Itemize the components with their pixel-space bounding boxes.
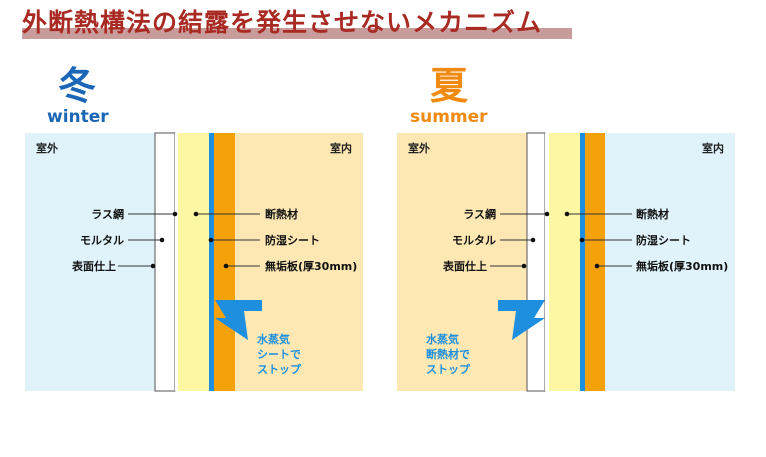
winter-vapor-sheet bbox=[209, 133, 214, 391]
winter-label-sheet: 防湿シート bbox=[265, 234, 320, 247]
summer-wood-board bbox=[585, 133, 605, 391]
page-title: 外断熱構法の結露を発生させないメカニズム bbox=[22, 8, 543, 37]
winter-dot-sheet bbox=[208, 237, 214, 243]
winter-outdoor-label: 室外 bbox=[36, 142, 58, 155]
summer-indoor-area bbox=[605, 133, 735, 391]
winter-note: 水蒸気 シートで ストップ bbox=[257, 332, 301, 377]
winter-mortar-layer bbox=[154, 132, 176, 392]
winter-note-line: シートで bbox=[257, 348, 301, 361]
winter-dot-lath bbox=[172, 211, 178, 217]
winter-label-mortar: モルタル bbox=[80, 234, 124, 247]
winter-indoor-label: 室内 bbox=[330, 142, 352, 155]
summer-label-sheet: 防湿シート bbox=[636, 234, 691, 247]
winter-label-lath: ラス網 bbox=[91, 208, 124, 221]
summer-note-line: ストップ bbox=[426, 363, 470, 376]
title-block: 外断熱構法の結露を発生させないメカニズム bbox=[22, 8, 542, 38]
winter-dot-mortar bbox=[159, 237, 165, 243]
title-underline bbox=[22, 28, 572, 39]
winter-dot-insulation bbox=[193, 211, 199, 217]
summer-panel bbox=[397, 132, 735, 392]
winter-note-line: ストップ bbox=[257, 363, 301, 376]
summer-dot-lath bbox=[544, 211, 550, 217]
summer-label-insulation: 断熱材 bbox=[636, 208, 669, 221]
summer-indoor-label: 室内 bbox=[702, 142, 724, 155]
summer-outdoor-area bbox=[397, 133, 527, 391]
summer-label: summer bbox=[410, 107, 488, 127]
summer-gap bbox=[545, 133, 549, 391]
winter-label: winter bbox=[47, 107, 109, 127]
summer-kanji: 夏 bbox=[430, 64, 469, 108]
winter-gap bbox=[175, 133, 178, 391]
summer-mortar-layer bbox=[526, 132, 546, 392]
winter-panel bbox=[25, 132, 363, 392]
summer-note: 水蒸気 断熱材で ストップ bbox=[426, 332, 470, 377]
winter-dot-board bbox=[223, 263, 229, 269]
summer-vapor-sheet bbox=[580, 133, 585, 391]
summer-note-line: 断熱材で bbox=[426, 348, 470, 361]
winter-vapor-arrow bbox=[215, 300, 262, 340]
winter-label-insulation: 断熱材 bbox=[265, 208, 298, 221]
summer-vapor-arrow bbox=[498, 300, 545, 340]
winter-dot-finish bbox=[150, 263, 156, 269]
winter-label-board: 無垢板(厚30mm) bbox=[265, 260, 358, 273]
summer-dot-finish bbox=[521, 263, 527, 269]
summer-dot-insulation bbox=[564, 211, 570, 217]
summer-label-finish: 表面仕上 bbox=[443, 260, 487, 273]
summer-dot-sheet bbox=[579, 237, 585, 243]
summer-dot-mortar bbox=[530, 237, 536, 243]
winter-insulation-layer bbox=[178, 133, 209, 391]
summer-label-board: 無垢板(厚30mm) bbox=[636, 260, 729, 273]
winter-note-line: 水蒸気 bbox=[257, 333, 290, 346]
summer-insulation-layer bbox=[549, 133, 580, 391]
winter-wood-board bbox=[214, 133, 235, 391]
summer-outdoor-label: 室外 bbox=[408, 142, 430, 155]
summer-label-mortar: モルタル bbox=[452, 234, 496, 247]
winter-kanji: 冬 bbox=[58, 64, 97, 108]
summer-label-lath: ラス網 bbox=[463, 208, 496, 221]
winter-label-finish: 表面仕上 bbox=[72, 260, 116, 273]
summer-note-line: 水蒸気 bbox=[426, 333, 459, 346]
summer-dot-board bbox=[594, 263, 600, 269]
winter-outdoor-area bbox=[25, 133, 155, 391]
winter-indoor-area bbox=[235, 133, 363, 391]
